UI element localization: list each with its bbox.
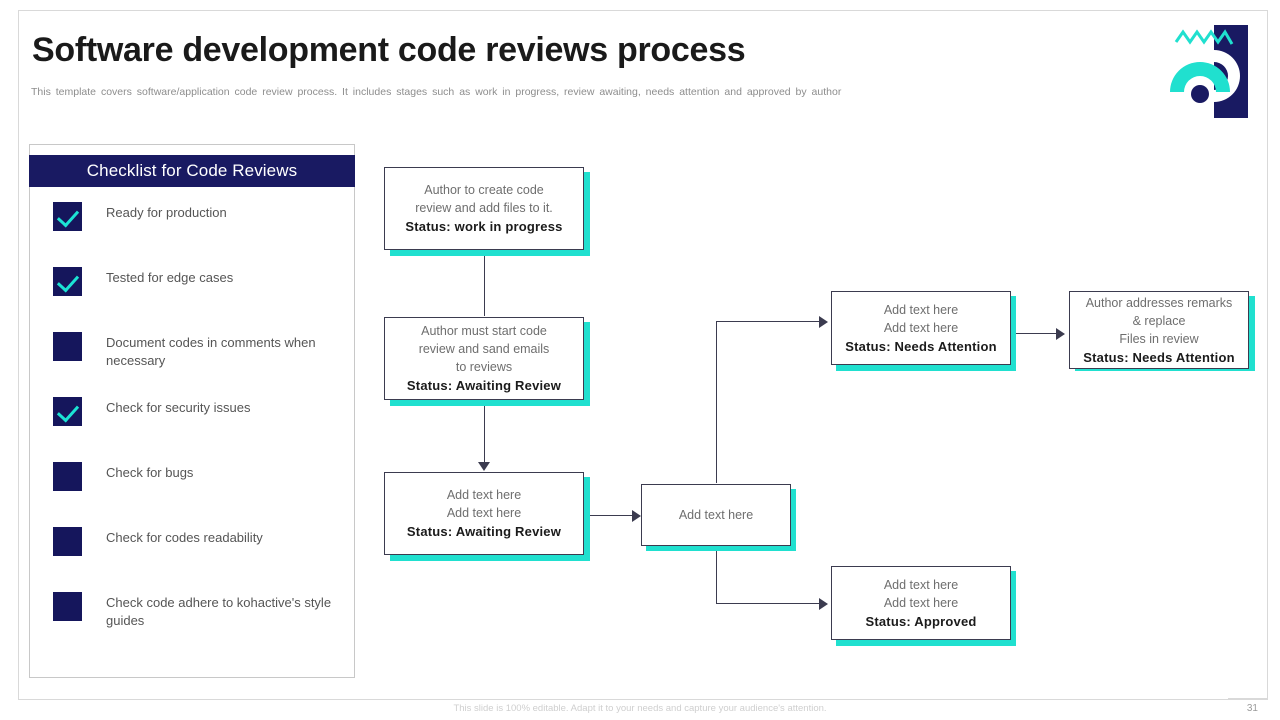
connector-hub-down-to-approved	[716, 603, 821, 605]
footer-note: This slide is 100% editable. Adapt it to…	[453, 703, 827, 714]
box-text-line: Author addresses remarks	[1085, 295, 1233, 310]
checklist-item-label: Document codes in comments when necessar…	[106, 335, 316, 368]
kohactive-arc-logo-icon	[1168, 22, 1248, 118]
checklist-row[interactable]: Check for codes readability	[53, 523, 355, 588]
arrow-attention-to-addresses	[1056, 328, 1065, 340]
checklist-header: Checklist for Code Reviews	[29, 155, 355, 187]
checklist-panel	[29, 144, 355, 678]
checklist-items: Ready for production Tested for edge cas…	[29, 198, 355, 653]
box-text-line: Add text here	[883, 302, 959, 317]
box-text-line: & replace	[1132, 313, 1186, 328]
checklist-row[interactable]: Check for bugs	[53, 458, 355, 523]
flow-box-approved[interactable]: Add text here Add text here Status: Appr…	[831, 566, 1011, 640]
checklist-item-label: Check code adhere to kohactive's style g…	[106, 595, 332, 628]
connector-hub-up	[716, 321, 718, 483]
arrow-hub-to-needs-attention	[819, 316, 828, 328]
checkbox-unchecked-icon[interactable]	[53, 462, 82, 491]
connector-start-to-awaiting	[484, 400, 486, 463]
box-status-label: Status: Awaiting Review	[406, 378, 562, 393]
flow-box-author-start[interactable]: Author must start code review and sand e…	[384, 317, 584, 400]
checklist-row[interactable]: Document codes in comments when necessar…	[53, 328, 355, 393]
box-text-line: Author to create code	[424, 183, 544, 197]
checkbox-checked-icon[interactable]	[53, 267, 82, 296]
box-status-label: Status: Needs Attention	[1083, 349, 1235, 365]
connector-attention-to-addresses	[1010, 333, 1058, 335]
checkbox-unchecked-icon[interactable]	[53, 527, 82, 556]
flow-box-author-create[interactable]: Author to create code review and add fil…	[384, 167, 584, 250]
box-text-line: review and add files to it.	[415, 201, 553, 215]
box-text-line: Files in review	[1119, 331, 1199, 346]
checkbox-checked-icon[interactable]	[53, 202, 82, 231]
connector-hub-down	[716, 549, 718, 604]
checklist-row[interactable]: Tested for edge cases	[53, 263, 355, 328]
page-number: 31	[1246, 703, 1258, 714]
checklist-item-label: Check for bugs	[106, 465, 194, 480]
box-text-line: Author must start code	[421, 324, 547, 338]
box-text-line: Add text here	[883, 577, 959, 592]
box-status-label: Status: work in progress	[405, 219, 563, 234]
checkbox-unchecked-icon[interactable]	[53, 592, 82, 621]
checklist-row[interactable]: Ready for production	[53, 198, 355, 263]
flow-box-needs-attention[interactable]: Add text here Add text here Status: Need…	[831, 291, 1011, 365]
checklist-row[interactable]: Check code adhere to kohactive's style g…	[53, 588, 355, 653]
checkbox-unchecked-icon[interactable]	[53, 332, 82, 361]
flow-box-hub[interactable]: Add text here	[641, 484, 791, 546]
checklist-row[interactable]: Check for security issues	[53, 393, 355, 458]
box-text-line: Add text here	[678, 508, 754, 522]
box-text-line: Add text here	[446, 506, 522, 520]
arrow-hub-to-approved	[819, 598, 828, 610]
box-text-line: Add text here	[446, 488, 522, 502]
box-text-line: review and sand emails	[418, 342, 550, 356]
box-status-label: Status: Approved	[865, 613, 977, 629]
box-text-line: Add text here	[883, 595, 959, 610]
arrow-awaiting-to-hub	[632, 510, 641, 522]
page-subtitle: This template covers software/applicatio…	[31, 86, 842, 98]
arrow-start-to-awaiting	[478, 462, 490, 471]
box-text-line: Add text here	[883, 320, 959, 335]
checklist-item-label: Ready for production	[106, 205, 227, 220]
checklist-item-label: Check for security issues	[106, 400, 251, 415]
checklist-item-label: Check for codes readability	[106, 530, 263, 545]
box-text-line: to reviews	[455, 360, 513, 374]
checklist-item-label: Tested for edge cases	[106, 270, 234, 285]
flow-box-awaiting-review[interactable]: Add text here Add text here Status: Awai…	[384, 472, 584, 555]
footer-divider	[1228, 698, 1268, 699]
box-status-label: Status: Needs Attention	[845, 338, 997, 354]
connector-awaiting-to-hub	[585, 515, 635, 517]
connector-hub-up-to-attention	[716, 321, 821, 323]
connector-create-to-start	[484, 253, 486, 316]
flow-box-author-addresses[interactable]: Author addresses remarks & replace Files…	[1069, 291, 1249, 369]
box-status-label: Status: Awaiting Review	[406, 524, 562, 539]
checklist-title: Checklist for Code Reviews	[86, 161, 298, 180]
page-title: Software development code reviews proces…	[32, 31, 746, 69]
checkbox-checked-icon[interactable]	[53, 397, 82, 426]
